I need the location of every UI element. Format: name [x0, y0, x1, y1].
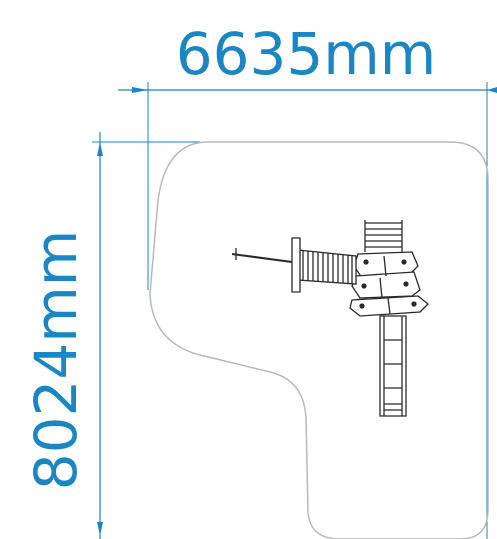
width-arrow-right: [487, 87, 497, 93]
slide-icon: [379, 315, 407, 417]
depth-dimension-label: 8024mm: [22, 230, 90, 491]
depth-dimension: 8024mm: [22, 132, 200, 539]
width-dimension: 6635mm: [118, 20, 497, 539]
bar-icon: [231, 253, 293, 263]
playground-unit-icon: [231, 220, 429, 417]
depth-arrow-top: [97, 142, 103, 156]
tunnel-icon: [291, 237, 357, 293]
ladder-icon: [364, 220, 403, 252]
depth-arrow-bottom: [97, 522, 103, 536]
safety-area-outline: [149, 141, 489, 539]
width-arrow-left: [132, 87, 148, 93]
width-dimension-label: 6635mm: [176, 20, 437, 88]
